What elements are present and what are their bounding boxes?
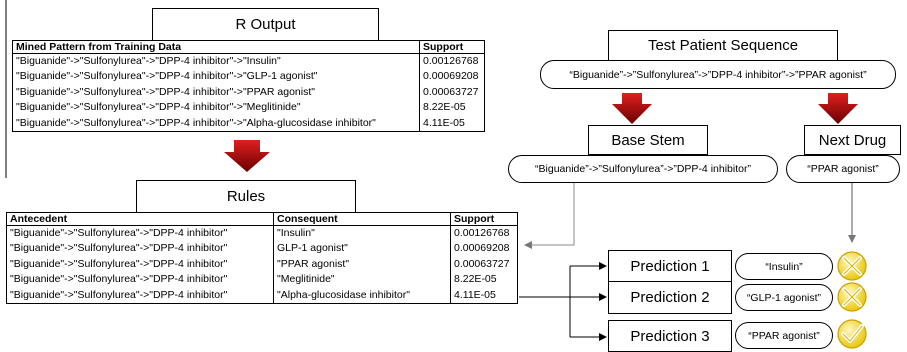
support-cell: 0.00069208 (450, 241, 518, 257)
support-cell: 8.22E-05 (419, 100, 485, 116)
consequent-cell: GLP-1 agonist" (273, 241, 451, 257)
prediction-3-label: Prediction 3 (608, 320, 732, 352)
pattern-cell: "Biguanide"->"Sulfonylurea"->"DPP-4 inhi… (12, 84, 420, 101)
rules-header-support: Support (450, 212, 518, 226)
pattern-cell: "Biguanide"->"Sulfonylurea"->"DPP-4 inhi… (12, 115, 420, 133)
r-output-table: Mined Pattern from Training Data Support… (12, 40, 485, 133)
prediction-2-label: Prediction 2 (608, 281, 732, 314)
r-output-header-pattern: Mined Pattern from Training Data (12, 40, 420, 54)
rules-title: Rules (136, 180, 356, 213)
consequent-cell: "Alpha-glucosidase inhibitor" (273, 287, 451, 305)
r-output-title: R Output (152, 8, 379, 41)
table-row: "Biguanide"->"Sulfonylurea"->"DPP-4 inhi… (12, 100, 485, 116)
table-row: "Biguanide"->"Sulfonylurea"->"DPP-4 inhi… (12, 84, 485, 101)
pattern-cell: "Biguanide"->"Sulfonylurea"->"DPP-4 inhi… (12, 100, 420, 116)
consequent-cell: "PPAR agonist" (273, 256, 451, 273)
support-cell: 0.00126768 (450, 225, 518, 242)
antecedent-cell: "Biguanide"->"Sulfonylurea"->"DPP-4 inhi… (6, 272, 274, 288)
antecedent-cell: "Biguanide"->"Sulfonylurea"->"DPP-4 inhi… (6, 241, 274, 257)
table-row: "Biguanide"->"Sulfonylurea"->"DPP-4 inhi… (6, 225, 518, 242)
support-cell: 0.00126768 (419, 53, 485, 70)
support-cell: 4.11E-05 (450, 287, 518, 305)
prediction-1-value: “Insulin” (735, 253, 833, 280)
base-stem-sequence: “Biguanide”->”Sulfonylurea”->”DPP-4 inhi… (508, 155, 778, 183)
support-cell: 0.00063727 (419, 84, 485, 101)
rules-header-antecedent: Antecedent (6, 212, 274, 226)
table-row: "Biguanide"->"Sulfonylurea"->"DPP-4 inhi… (6, 241, 518, 257)
red-down-arrow-next-drug (818, 93, 858, 124)
rules-table: Antecedent Consequent Support "Biguanide… (6, 212, 518, 305)
table-row: "Biguanide"->"Sulfonylurea"->"DPP-4 inhi… (6, 256, 518, 273)
table-row: "Biguanide"->"Sulfonylurea"->"DPP-4 inhi… (6, 287, 518, 305)
support-cell: 4.11E-05 (419, 115, 485, 133)
test-patient-title: Test Patient Sequence (608, 30, 838, 61)
pattern-cell: "Biguanide"->"Sulfonylurea"->"DPP-4 inhi… (12, 53, 420, 70)
r-output-header-support: Support (419, 40, 485, 54)
next-drug-title: Next Drug (804, 125, 901, 155)
base-stem-title: Base Stem (588, 125, 708, 155)
base-stem-to-rules-connector (524, 182, 575, 249)
check-icon (837, 319, 867, 349)
support-cell: 0.00069208 (419, 69, 485, 85)
table-row: "Biguanide"->"Sulfonylurea"->"DPP-4 inhi… (12, 53, 485, 70)
prediction-2-value: “GLP-1 agonist” (735, 284, 833, 311)
support-cell: 0.00063727 (450, 256, 518, 273)
table-row: "Biguanide"->"Sulfonylurea"->"DPP-4 inhi… (12, 69, 485, 85)
table-row: "Biguanide"->"Sulfonylurea"->"DPP-4 inhi… (6, 272, 518, 288)
table-row: "Biguanide"->"Sulfonylurea"->"DPP-4 inhi… (12, 115, 485, 133)
cross-icon (837, 282, 867, 312)
rules-header-consequent: Consequent (273, 212, 451, 226)
cross-icon (837, 251, 867, 281)
support-cell: 8.22E-05 (450, 272, 518, 288)
pattern-cell: "Biguanide"->"Sulfonylurea"->"DPP-4 inhi… (12, 69, 420, 85)
prediction-3-value: “PPAR agonist” (735, 322, 833, 349)
r-output-header-row: Mined Pattern from Training Data Support (12, 40, 485, 54)
red-down-arrow-base-stem (612, 93, 652, 124)
antecedent-cell: "Biguanide"->"Sulfonylurea"->"DPP-4 inhi… (6, 287, 274, 305)
consequent-cell: "Insulin" (273, 225, 451, 242)
antecedent-cell: "Biguanide"->"Sulfonylurea"->"DPP-4 inhi… (6, 225, 274, 242)
test-patient-sequence: “Biguanide”->”Sulfonylurea”->”DPP-4 inhi… (540, 60, 896, 89)
prediction-1-label: Prediction 1 (608, 250, 732, 282)
antecedent-cell: "Biguanide"->"Sulfonylurea"->"DPP-4 inhi… (6, 256, 274, 273)
rules-header-row: Antecedent Consequent Support (6, 212, 518, 226)
next-drug-value: “PPAR agonist” (786, 155, 900, 183)
red-down-arrow-r-output (224, 140, 270, 172)
consequent-cell: "Meglitinide" (273, 272, 451, 288)
